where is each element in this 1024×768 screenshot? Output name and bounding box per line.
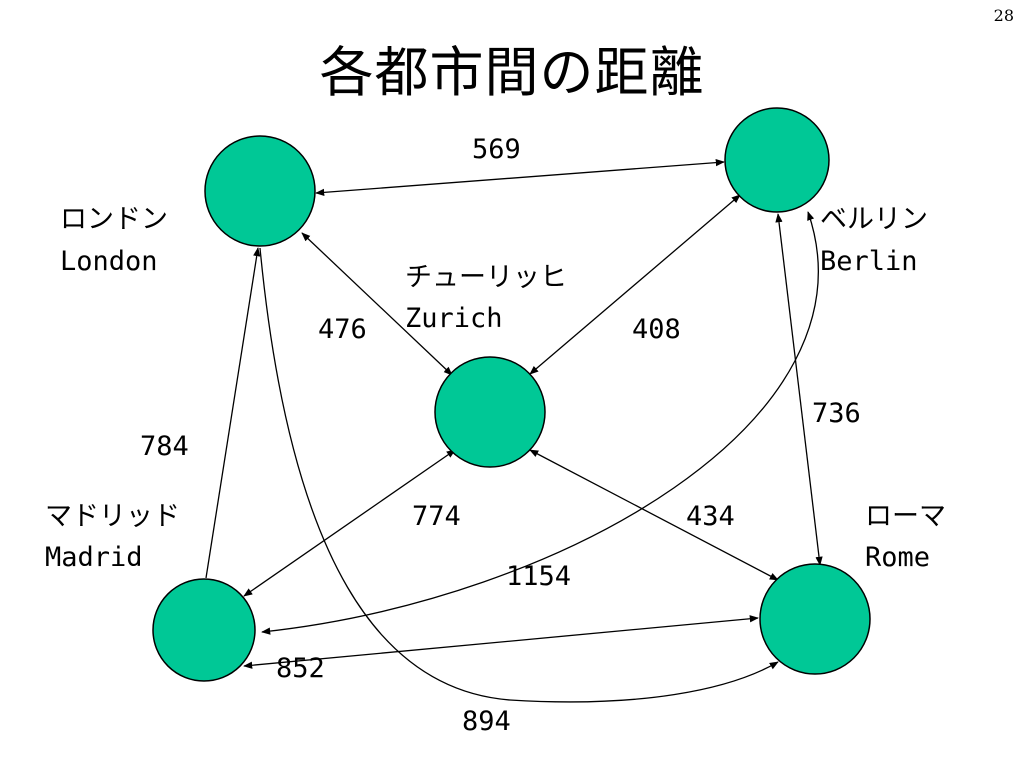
node-rome — [759, 563, 871, 675]
node-berlin — [724, 107, 830, 213]
edge-madrid-rome — [243, 615, 759, 669]
distance-berlin-madrid: 1154 — [506, 561, 571, 592]
slide-number: 28 — [993, 6, 1014, 25]
london-label-en: London — [60, 246, 158, 277]
london-label-ja: ロンドン — [60, 204, 168, 235]
zurich-label-en: Zurich — [405, 303, 503, 334]
distance-berlin-zurich: 408 — [632, 314, 681, 345]
distance-labels: 569 476 408 784 736 774 434 1154 852 894 — [140, 134, 861, 737]
rome-label-en: Rome — [865, 542, 930, 573]
zurich-label-ja: チューリッヒ — [405, 262, 567, 293]
madrid-label-en: Madrid — [45, 542, 143, 573]
node-london — [204, 135, 316, 247]
distance-madrid-rome: 852 — [276, 653, 325, 684]
edge-london-madrid — [205, 247, 261, 579]
node-madrid — [152, 578, 256, 682]
slide-title: 各都市間の距離 — [319, 41, 705, 104]
berlin-label-en: Berlin — [820, 246, 918, 277]
edge-london-berlin — [315, 158, 725, 197]
distance-london-rome: 894 — [462, 706, 511, 737]
edge-london-rome — [259, 247, 779, 703]
distance-london-madrid: 784 — [140, 431, 189, 462]
edges — [205, 158, 823, 703]
edge-berlin-madrid — [261, 211, 819, 635]
distance-zurich-rome: 434 — [686, 501, 735, 532]
distance-london-zurich: 476 — [318, 314, 367, 345]
city-labels: ロンドン London ベルリン Berlin チューリッヒ Zurich マド… — [45, 204, 946, 573]
edge-berlin-rome — [775, 213, 823, 566]
distance-london-berlin: 569 — [472, 134, 521, 165]
berlin-label-ja: ベルリン — [820, 204, 928, 235]
node-zurich — [434, 356, 546, 468]
distance-berlin-rome: 736 — [812, 398, 861, 429]
nodes — [152, 107, 871, 682]
rome-label-ja: ローマ — [865, 501, 946, 532]
distance-zurich-madrid: 774 — [412, 501, 461, 532]
madrid-label-ja: マドリッド — [45, 501, 180, 532]
